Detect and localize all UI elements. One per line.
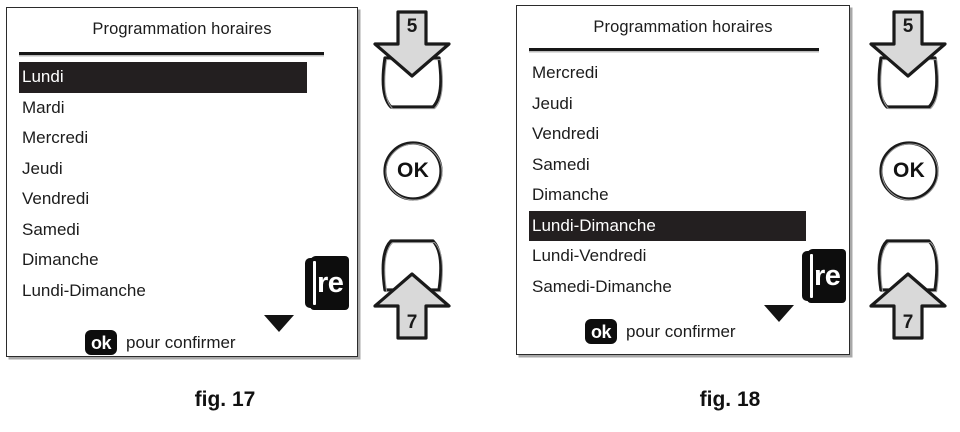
figure-caption: fig. 17 bbox=[194, 388, 256, 411]
list-item[interactable]: Samedi-Dimanche bbox=[532, 276, 672, 296]
list-item[interactable]: Jeudi bbox=[532, 93, 573, 113]
screen-title: Programmation horaires bbox=[92, 20, 272, 38]
day-list[interactable]: Lundi Mardi Mercredi Jeudi Vendredi Same… bbox=[19, 62, 345, 306]
list-item[interactable]: Lundi-Vendredi bbox=[532, 246, 647, 265]
re-badge-gap bbox=[810, 254, 813, 298]
list-item[interactable]: Vendredi bbox=[532, 124, 600, 143]
key-down-5[interactable]: 5 bbox=[865, 6, 951, 116]
ok-key-badge-icon: ok bbox=[85, 330, 117, 355]
key-ok-label: OK bbox=[396, 159, 430, 182]
list-item[interactable]: Vendredi bbox=[22, 189, 90, 208]
ok-key-badge-icon: ok bbox=[585, 319, 617, 344]
re-badge-gap bbox=[313, 261, 316, 305]
arrow-up-icon bbox=[869, 239, 947, 340]
keypad: 5 OK 7 bbox=[364, 0, 460, 360]
scroll-down-triangle-icon[interactable] bbox=[264, 315, 294, 332]
ok-circle-icon bbox=[383, 141, 443, 201]
screen-title: Programmation horaires bbox=[593, 18, 773, 36]
day-list[interactable]: Mercredi Jeudi Vendredi Samedi Dimanche … bbox=[529, 58, 837, 302]
list-item[interactable]: Jeudi bbox=[22, 158, 63, 178]
list-item[interactable]: Mardi bbox=[22, 97, 65, 117]
key-up-7[interactable]: 7 bbox=[369, 232, 455, 344]
keypad: 5 OK 7 bbox=[860, 0, 956, 360]
key-down-number: 5 bbox=[406, 16, 418, 37]
lcd-screen-panel: Programmation horaires Mercredi Jeudi Ve… bbox=[516, 5, 850, 355]
re-brand-badge-icon: re bbox=[305, 256, 349, 310]
key-up-number: 7 bbox=[902, 312, 914, 333]
key-ok[interactable]: OK bbox=[382, 140, 444, 202]
key-down-5[interactable]: 5 bbox=[369, 6, 455, 116]
key-ok-label: OK bbox=[892, 159, 926, 182]
key-up-number: 7 bbox=[406, 312, 418, 333]
list-item[interactable]: Mercredi bbox=[532, 63, 599, 82]
lcd-screen-panel: Programmation horaires Lundi Mardi Mercr… bbox=[6, 7, 358, 357]
re-badge-label: re bbox=[814, 259, 841, 292]
list-item[interactable]: Lundi bbox=[19, 62, 307, 93]
arrow-up-icon bbox=[373, 239, 451, 340]
confirm-hint: ok pour confirmer bbox=[85, 330, 236, 355]
ok-circle-icon bbox=[879, 141, 939, 201]
re-badge-body bbox=[310, 256, 349, 310]
key-ok[interactable]: OK bbox=[878, 140, 940, 202]
confirm-hint: ok pour confirmer bbox=[585, 319, 736, 344]
list-item[interactable]: Lundi-Dimanche bbox=[529, 210, 806, 241]
re-badge-body bbox=[807, 249, 846, 303]
list-item[interactable]: Dimanche bbox=[532, 185, 609, 204]
confirm-hint-label: pour confirmer bbox=[626, 321, 736, 341]
list-item[interactable]: Samedi bbox=[22, 219, 80, 239]
arrow-down-icon bbox=[373, 10, 451, 110]
list-item[interactable]: Mercredi bbox=[22, 128, 89, 147]
key-up-7[interactable]: 7 bbox=[865, 232, 951, 344]
arrow-down-icon bbox=[869, 10, 947, 110]
scroll-down-triangle-icon[interactable] bbox=[764, 305, 794, 322]
key-down-number: 5 bbox=[902, 16, 914, 37]
figure-caption: fig. 18 bbox=[699, 388, 761, 411]
figure-18: Programmation horaires Mercredi Jeudi Ve… bbox=[480, 0, 960, 432]
list-item[interactable]: Samedi bbox=[532, 154, 590, 174]
re-brand-badge-icon: re bbox=[802, 249, 846, 303]
figure-17: Programmation horaires Lundi Mardi Mercr… bbox=[0, 0, 470, 432]
re-badge-label: re bbox=[317, 266, 344, 299]
list-item[interactable]: Lundi-Dimanche bbox=[22, 280, 146, 300]
title-divider bbox=[529, 48, 819, 51]
list-item[interactable]: Dimanche bbox=[22, 250, 99, 269]
title-divider bbox=[19, 52, 324, 55]
confirm-hint-label: pour confirmer bbox=[126, 332, 236, 352]
